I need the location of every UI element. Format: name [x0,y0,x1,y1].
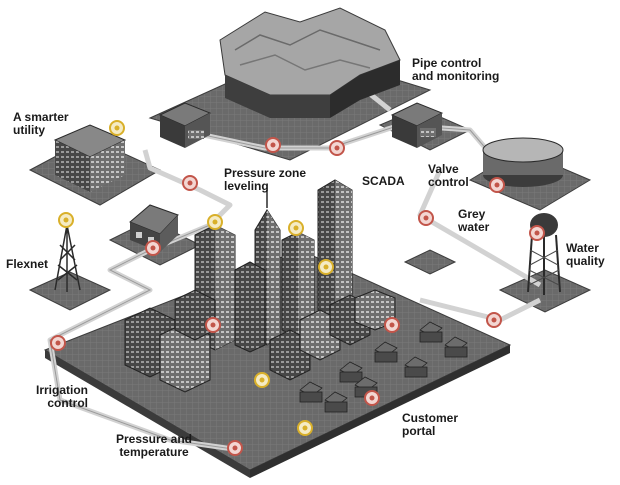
sensor-red-icon [329,140,345,156]
sensor-red-icon [205,317,221,333]
sensor-red-icon [265,137,281,153]
label-grey-water: Grey water [458,207,490,234]
tower-d [234,261,266,353]
label-scada: SCADA [362,174,405,188]
pump-house-right [390,102,444,148]
label-water-quality: Water quality [566,241,605,268]
suburb-houses [299,321,468,413]
utility-building [53,124,127,192]
yellow-sensors [58,120,334,436]
flexnet-tower [54,224,81,292]
sensor-red-icon [182,175,198,191]
sensor-red-icon [227,440,243,456]
label-pressure-temperature: Pressure and temperature [115,432,193,459]
sensor-yellow-icon [254,372,270,388]
sensor-red-icon [364,390,380,406]
sensor-red-icon [418,210,434,226]
tower-platform [28,271,112,311]
city-platform-edge-right [250,345,510,478]
sensor-yellow-icon [288,220,304,236]
label-flexnet: Flexnet [6,257,49,271]
sensor-yellow-icon [318,259,334,275]
sensor-red-icon [50,335,66,351]
sensor-yellow-icon [207,214,223,230]
water-tower [527,213,561,295]
sensor-red-icon [486,312,502,328]
reservoir-mountain [219,7,401,118]
sensor-yellow-icon [58,212,74,228]
label-valve-control: Valve control [428,162,469,189]
sensor-red-icon [384,317,400,333]
label-pressure-zone: Pressure zone leveling [224,166,307,193]
sensor-red-icon [529,225,545,241]
label-pipe-control: Pipe control and monitoring [412,56,500,83]
pipe-grey [417,168,542,288]
label-irrigation: Irrigation control [35,383,88,410]
sensor-red-icon [145,240,161,256]
storage-tank [482,137,564,187]
label-customer-portal: Customer portal [402,411,459,438]
block-c [174,289,216,341]
pump-platform [403,249,457,275]
label-smarter-utility: A smarter utility [13,110,69,137]
sensor-red-icon [489,177,505,193]
red-sensors [50,137,545,456]
sensor-yellow-icon [297,420,313,436]
pump-house-left [158,102,212,148]
sensor-yellow-icon [109,120,125,136]
pipe-left [142,149,233,227]
city-skyline [124,179,396,393]
